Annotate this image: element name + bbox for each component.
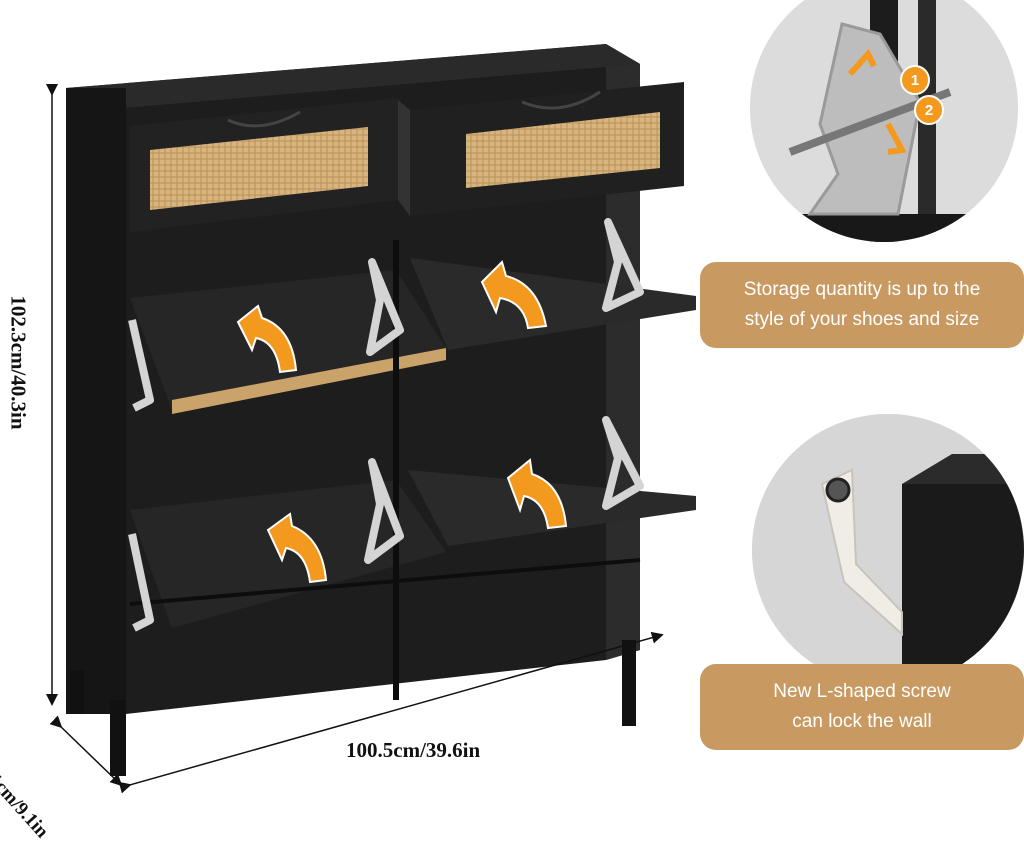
- hinge-brackets: [128, 218, 644, 632]
- cabinet-illustration: [46, 44, 696, 794]
- width-dimension-label: 100.5cm/39.6in: [346, 738, 481, 762]
- tilt-arrows: [236, 260, 568, 584]
- screw-detail-image: [752, 414, 1024, 686]
- step-1-badge: 1: [900, 65, 930, 95]
- hinge-detail-circle: [750, 0, 1018, 242]
- storage-callout: Storage quantity is up to the style of y…: [700, 262, 1024, 348]
- height-dimension-label: 102.3cm/40.3in: [6, 295, 31, 430]
- right-drawer: [398, 82, 684, 216]
- dimension-lines: [46, 84, 664, 794]
- screw-callout-line1: New L-shaped screw: [773, 681, 951, 702]
- screw-callout: New L-shaped screw can lock the wall: [700, 664, 1024, 750]
- step-2-badge: 2: [914, 95, 944, 125]
- left-drawer: [130, 98, 398, 232]
- screw-detail-circle: [752, 414, 1024, 686]
- storage-callout-line2: style of your shoes and size: [744, 309, 980, 330]
- storage-callout-line1: Storage quantity is up to the: [743, 279, 981, 300]
- screw-callout-line2: can lock the wall: [792, 711, 932, 732]
- hinge-detail-image: [750, 0, 1018, 242]
